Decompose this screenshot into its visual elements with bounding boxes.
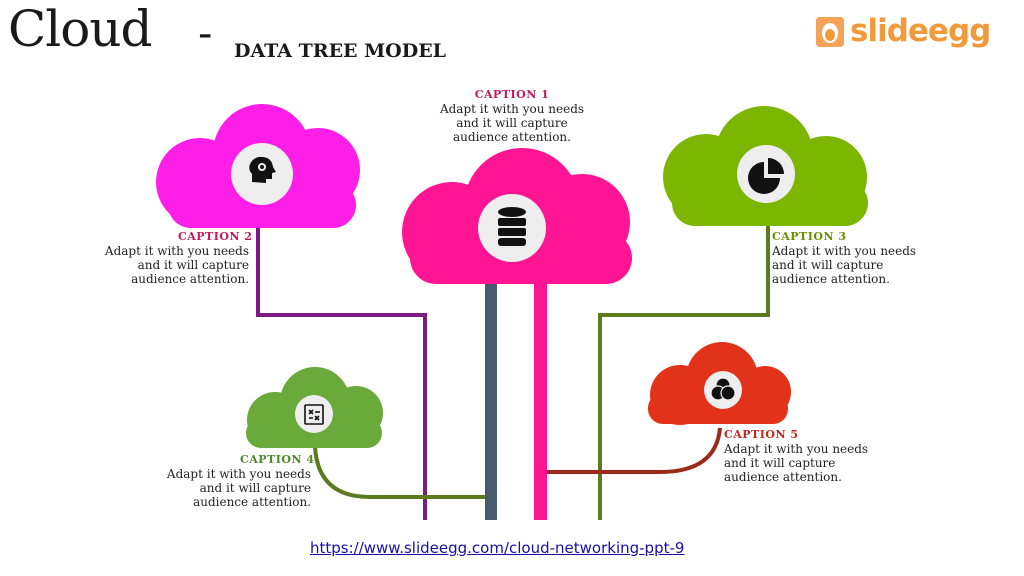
database-icon bbox=[498, 207, 526, 246]
caption-1-line3: audience attention. bbox=[453, 130, 571, 144]
trunk-pink bbox=[534, 270, 547, 520]
caption-4-line2: and it will capture bbox=[199, 481, 311, 495]
caption-5: CAPTION 5 Adapt it with you needs and it… bbox=[724, 428, 894, 484]
connector-caption2 bbox=[256, 210, 427, 520]
caption-3-line3: audience attention. bbox=[772, 272, 890, 286]
trunk-slate bbox=[485, 270, 497, 520]
caption-5-heading: CAPTION 5 bbox=[724, 428, 799, 441]
caption-2: CAPTION 2 Adapt it with you needs and it… bbox=[96, 230, 253, 286]
venn-circles-icon bbox=[710, 377, 736, 401]
pie-chart-icon bbox=[748, 158, 784, 194]
caption-4: CAPTION 4 Adapt it with you needs and it… bbox=[158, 453, 315, 509]
caption-5-line1: Adapt it with you needs bbox=[724, 442, 869, 456]
caption-1-heading: CAPTION 1 bbox=[474, 88, 550, 101]
caption-3-heading: CAPTION 3 bbox=[772, 230, 847, 243]
title-dash: - bbox=[198, 11, 213, 57]
title-cloud: Cloud bbox=[8, 0, 153, 58]
slideegg-logo: slideegg bbox=[816, 13, 991, 49]
caption-4-line1: Adapt it with you needs bbox=[166, 467, 311, 481]
caption-1-line1: Adapt it with you needs bbox=[439, 102, 585, 116]
connector-caption3 bbox=[598, 225, 770, 520]
caption-3-line1: Adapt it with you needs bbox=[772, 244, 917, 258]
caption-5-line3: audience attention. bbox=[724, 470, 842, 484]
cloud-caption3 bbox=[663, 106, 868, 226]
title-subtitle: DATA TREE MODEL bbox=[234, 40, 447, 62]
source-link[interactable]: https://www.slideegg.com/cloud-networkin… bbox=[310, 539, 685, 557]
head-gears-icon bbox=[249, 156, 276, 183]
caption-3: CAPTION 3 Adapt it with you needs and it… bbox=[772, 230, 932, 286]
caption-4-heading: CAPTION 4 bbox=[240, 453, 315, 466]
math-notebook-icon bbox=[304, 404, 324, 425]
caption-5-line2: and it will capture bbox=[724, 456, 836, 470]
caption-1: CAPTION 1 Adapt it with you needs and it… bbox=[432, 88, 592, 144]
egg-logo-icon bbox=[816, 16, 844, 47]
caption-2-line3: audience attention. bbox=[131, 272, 249, 286]
caption-4-line3: audience attention. bbox=[193, 495, 311, 509]
connector-caption4 bbox=[313, 446, 490, 499]
caption-3-line2: and it will capture bbox=[772, 258, 884, 272]
caption-1-line2: and it will capture bbox=[456, 116, 568, 130]
caption-2-line2: and it will capture bbox=[137, 258, 249, 272]
connector-caption5 bbox=[540, 427, 722, 474]
caption-2-heading: CAPTION 2 bbox=[178, 230, 253, 243]
caption-2-line1: Adapt it with you needs bbox=[104, 244, 249, 258]
logo-text: slideegg bbox=[850, 13, 991, 49]
